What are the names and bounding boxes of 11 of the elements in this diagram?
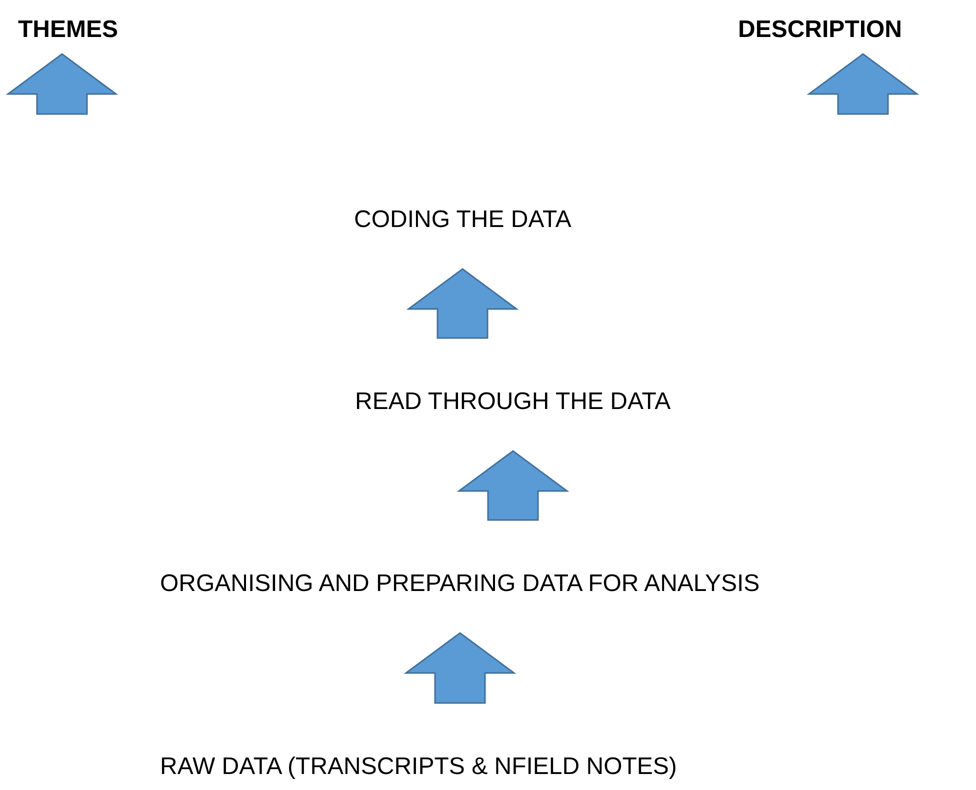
heading-text: THEMES xyxy=(18,16,118,44)
heading-text: DESCRIPTION xyxy=(738,16,902,44)
step-text: CODING THE DATA xyxy=(354,206,572,234)
step-text: RAW DATA (TRANSCRIPTS & NFIELD NOTES) xyxy=(160,753,677,781)
block-arrow xyxy=(6,53,118,115)
block-arrow xyxy=(404,632,516,704)
step-text: READ THROUGH THE DATA xyxy=(355,388,671,416)
block-arrow xyxy=(406,268,519,339)
block-arrow xyxy=(456,450,570,521)
step-text: ORGANISING AND PREPARING DATA FOR ANALYSIS xyxy=(160,570,760,598)
block-arrow xyxy=(806,53,920,115)
